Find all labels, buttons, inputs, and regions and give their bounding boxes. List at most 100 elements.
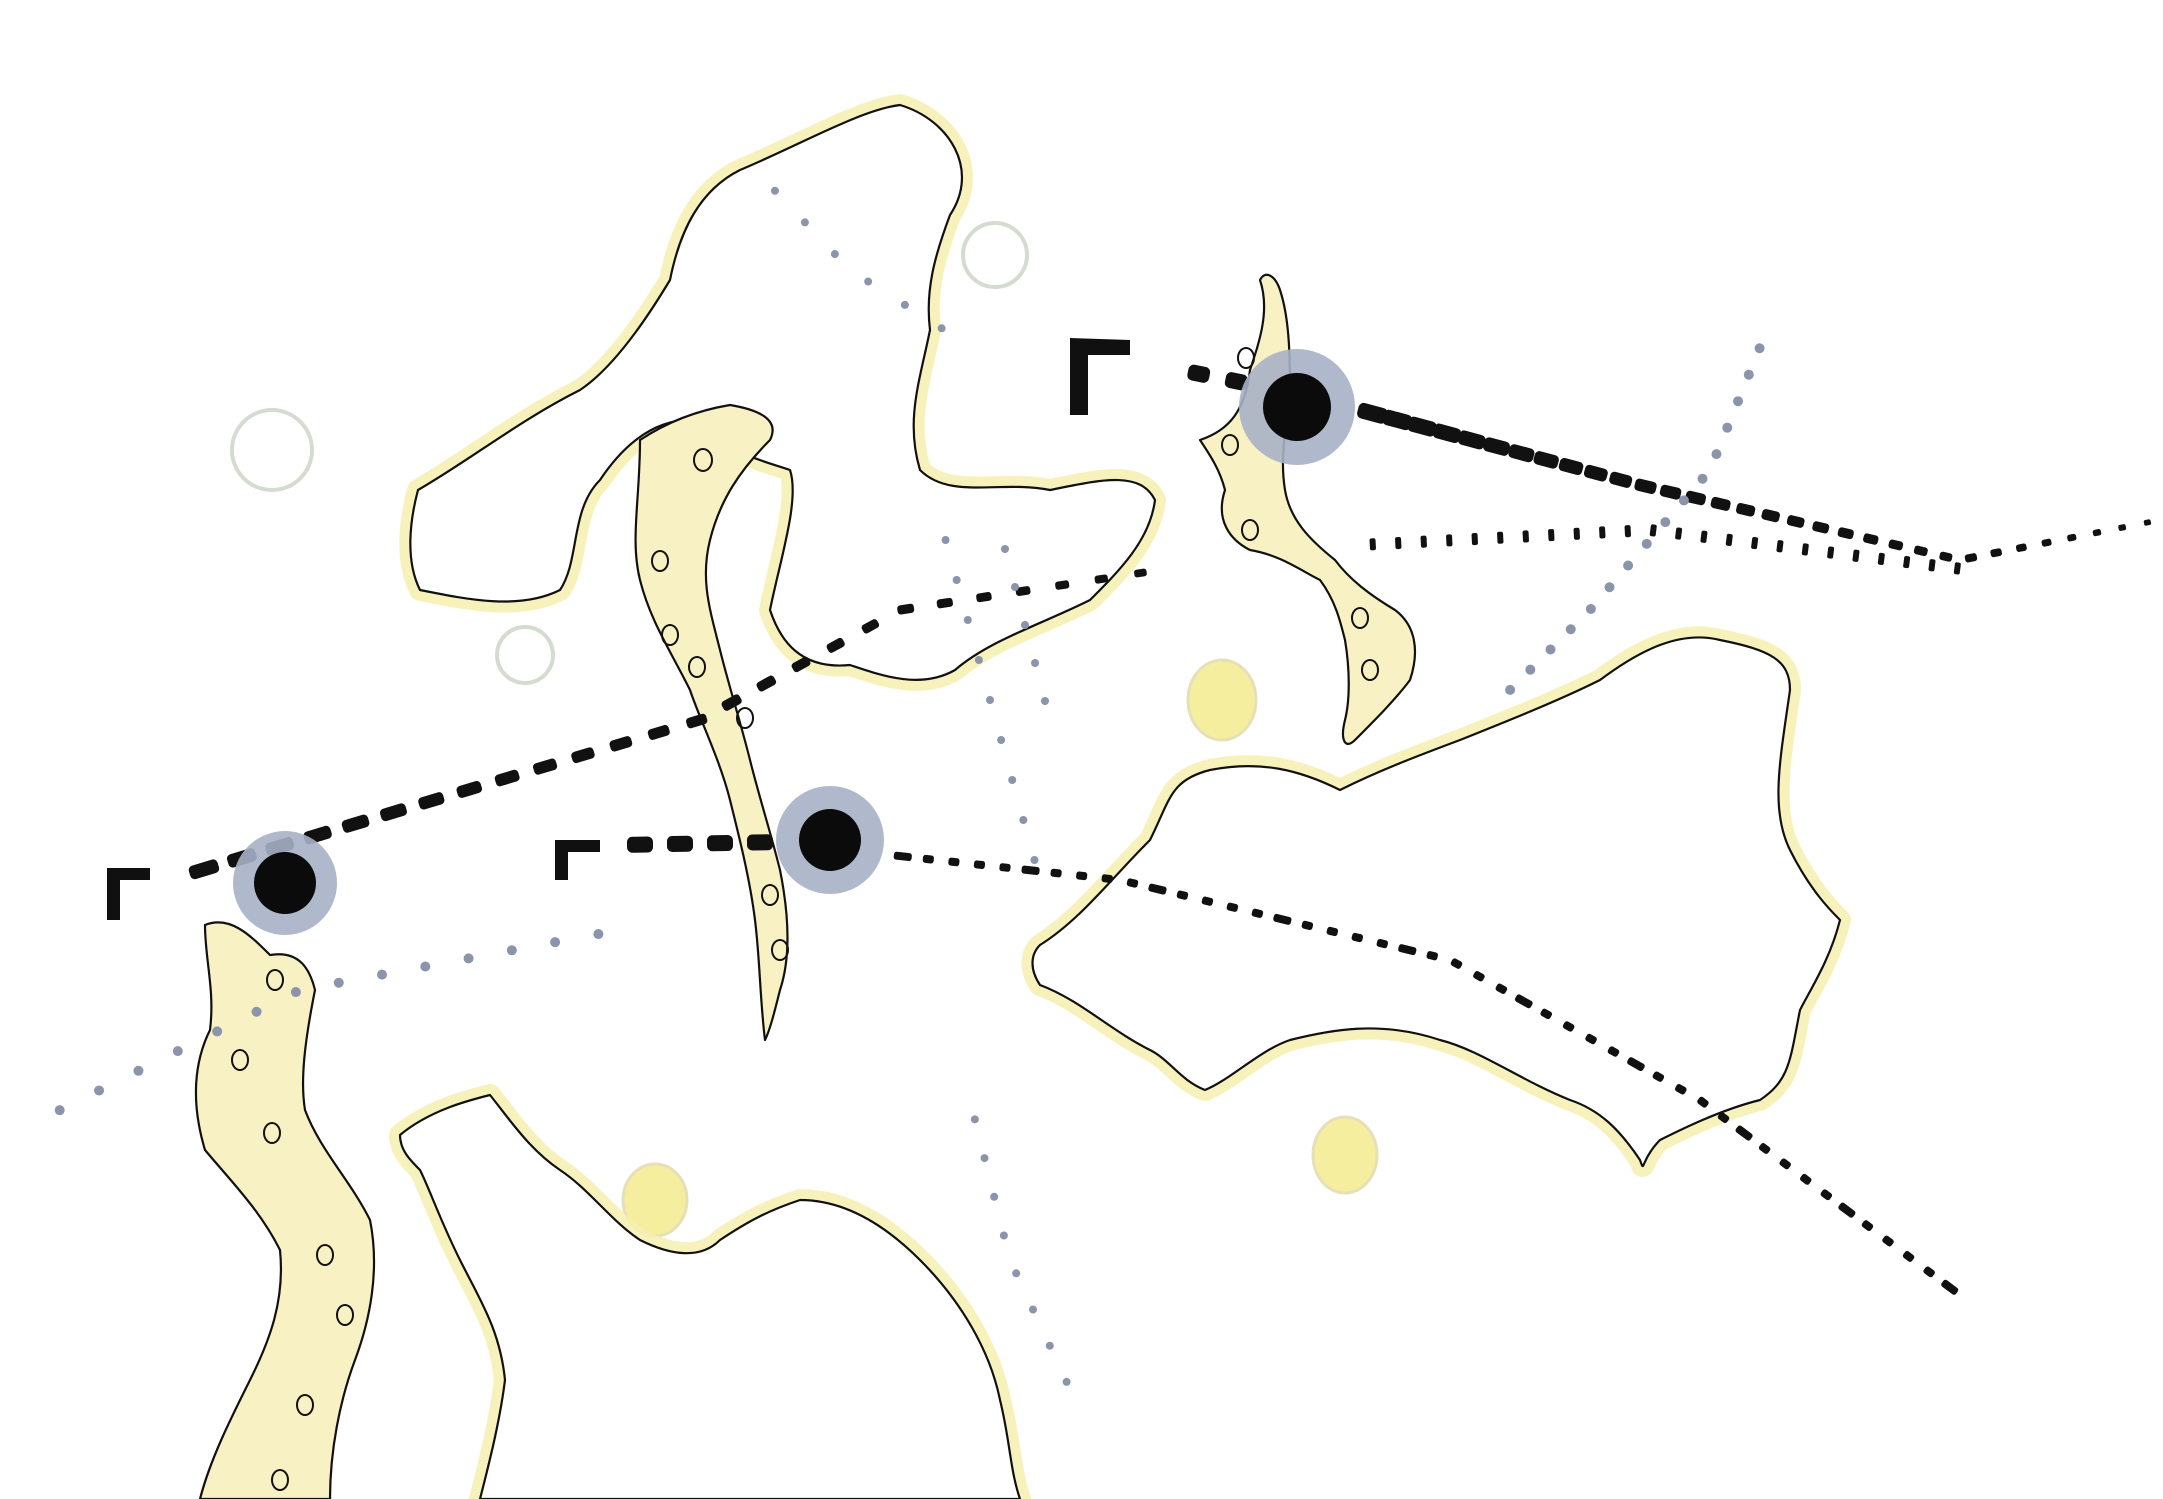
grey-dot-mark — [212, 1026, 223, 1037]
dash-mark — [1251, 908, 1264, 918]
grey-dot-mark — [94, 1085, 105, 1096]
dash-mark — [1659, 484, 1682, 500]
dotted-paths — [54, 186, 2152, 1386]
dash-mark — [948, 857, 960, 867]
grey-dot-mark — [1001, 545, 1009, 553]
background-marks — [230, 221, 1673, 1238]
dash-mark — [746, 834, 774, 851]
grey-dot-mark — [1722, 422, 1733, 433]
dash-mark — [973, 860, 986, 870]
dash-mark — [1573, 527, 1580, 540]
dash-mark — [1820, 1189, 1833, 1201]
grey-dot-mark — [1028, 1305, 1037, 1314]
strip-center — [634, 403, 789, 1042]
grey-dot-mark — [997, 736, 1006, 744]
dash-mark — [1558, 457, 1584, 476]
dash-mark — [626, 836, 654, 853]
faint-ring-mark — [961, 221, 1029, 289]
dash-mark — [922, 854, 934, 864]
pore-mark — [736, 707, 754, 729]
dash-mark — [791, 656, 811, 673]
dash-mark — [494, 769, 520, 787]
sun-mark — [1186, 658, 1258, 742]
dash-mark — [1514, 994, 1533, 1009]
dash-mark — [1187, 364, 1211, 383]
dash-mark — [1176, 890, 1189, 900]
grey-dot-mark — [1733, 396, 1744, 407]
dash-mark — [456, 780, 483, 798]
dash-mark — [1126, 878, 1139, 888]
grey-dot-mark — [952, 576, 961, 584]
dash-mark — [1301, 920, 1314, 931]
node-upper-right — [1239, 349, 1355, 465]
bracket-mark — [555, 840, 600, 880]
dash-mark — [1801, 543, 1809, 556]
blob-bottom — [398, 1093, 1022, 1499]
dash-mark — [1376, 938, 1389, 949]
dash-mark — [976, 592, 992, 603]
grey-dot-mark — [1019, 816, 1028, 824]
faint-ring-mark — [230, 408, 314, 492]
dash-mark — [647, 724, 670, 740]
dash-mark — [1420, 535, 1427, 548]
dash-mark — [861, 619, 880, 634]
dash-mark — [1649, 524, 1657, 537]
node-center — [776, 786, 884, 894]
grey-dot-mark — [420, 961, 431, 972]
dash-mark — [1533, 451, 1559, 469]
dash-mark — [1761, 509, 1780, 523]
dash-mark — [2041, 538, 2052, 547]
grey-dot-mark — [1030, 856, 1039, 864]
dash-mark — [2143, 519, 2152, 526]
dash-mark — [666, 835, 694, 853]
dash-mark — [756, 675, 777, 692]
dash-mark — [1888, 539, 1904, 551]
grey-dot-mark — [333, 977, 344, 988]
dash-mark — [1902, 1251, 1915, 1262]
grey-dot-mark — [133, 1065, 144, 1076]
grey-dot-mark — [1062, 1377, 1071, 1386]
pore-mark — [771, 939, 789, 961]
pore-mark — [693, 448, 713, 472]
grey-dot-mark — [593, 929, 604, 940]
dash-mark — [1583, 464, 1608, 482]
sun-mark — [1311, 1115, 1379, 1195]
dash-mark — [1508, 444, 1535, 463]
pore-mark — [1221, 434, 1239, 456]
grey-dot-mark — [830, 250, 839, 259]
grey-dot-mark — [800, 218, 809, 227]
outlined-blobs — [389, 94, 1851, 1499]
dash-mark — [1201, 896, 1214, 906]
bracket-mark — [1070, 338, 1130, 415]
dash-mark — [1483, 437, 1511, 456]
dash-mark — [1548, 529, 1555, 542]
dash-mark — [936, 597, 954, 609]
dash-mark — [1522, 530, 1529, 543]
dash-mark — [1758, 1143, 1771, 1154]
dash-mark — [1326, 926, 1339, 937]
grey-dot-mark — [970, 1115, 979, 1124]
dash-mark — [1776, 540, 1784, 553]
dash-mark — [1094, 574, 1109, 584]
blob-top — [409, 103, 1157, 681]
dash-mark — [1903, 555, 1911, 569]
dash-mark — [1471, 533, 1478, 546]
pore-mark — [316, 1244, 334, 1266]
dash-mark — [1652, 1071, 1665, 1082]
dash-mark — [188, 859, 220, 880]
grey-dot-mark — [1008, 776, 1017, 784]
nodes — [233, 349, 1355, 935]
dash-mark — [1357, 402, 1388, 424]
dash-mark — [1923, 1266, 1935, 1278]
pore-mark — [651, 550, 669, 572]
dash-mark — [1609, 471, 1633, 488]
bracket-mark — [107, 868, 150, 920]
dash-mark — [1540, 1008, 1553, 1020]
dash-mark — [1134, 568, 1147, 578]
faint-ring-mark — [495, 625, 555, 685]
grey-dot-mark — [1525, 664, 1536, 675]
dash-mark — [1675, 527, 1683, 540]
dash-mark — [1369, 538, 1376, 551]
dash-mark — [1800, 1173, 1812, 1185]
dash-mark — [1863, 533, 1879, 545]
